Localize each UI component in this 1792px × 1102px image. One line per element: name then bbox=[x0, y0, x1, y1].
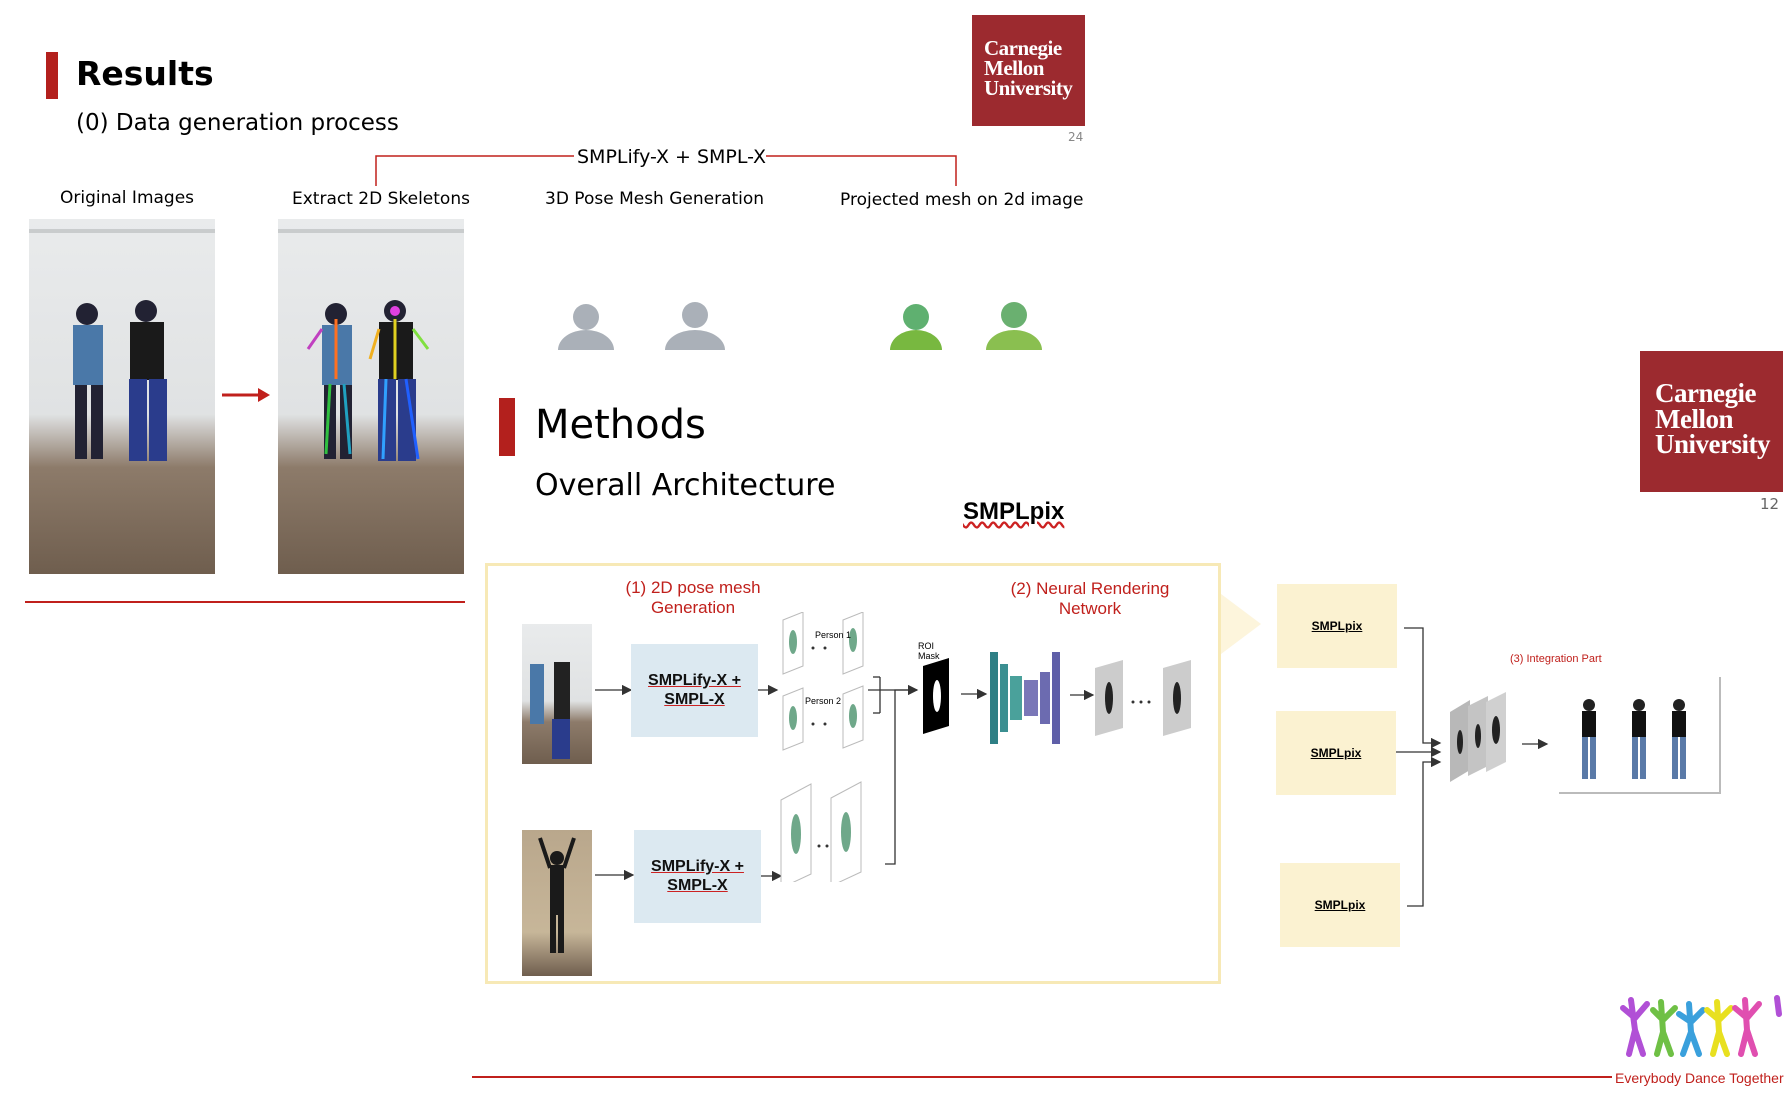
input-photo-duo bbox=[522, 624, 592, 764]
methods-title: Methods bbox=[535, 402, 706, 448]
logo-line-3: University bbox=[1655, 429, 1770, 460]
stage3-label: (3) Integration Part bbox=[1510, 653, 1602, 665]
logo-line-2: Mellon bbox=[1655, 403, 1734, 434]
col-label-3d-mesh: 3D Pose Mesh Generation bbox=[545, 189, 765, 209]
page-number: 24 bbox=[1068, 130, 1084, 144]
pipeline-arrows bbox=[595, 627, 1549, 907]
callout-pointer bbox=[1221, 594, 1261, 654]
results-divider bbox=[25, 601, 465, 603]
bracket-label: SMPLify-X + SMPL-X bbox=[577, 146, 767, 168]
smplpix-box-2: SMPLpix bbox=[1276, 711, 1396, 795]
stacked-frames bbox=[1450, 692, 1506, 782]
skeleton-figure bbox=[278, 229, 464, 461]
col-label-original: Original Images bbox=[60, 188, 195, 208]
title-accent-bar bbox=[46, 52, 58, 99]
input-photo-solo bbox=[522, 830, 592, 976]
mesh-frames bbox=[780, 612, 864, 882]
title-accent-bar bbox=[499, 398, 515, 456]
bracket-lines bbox=[375, 155, 957, 186]
smplpix-heading: SMPLpix bbox=[963, 498, 1065, 525]
roi-mask-label: ROI Mask bbox=[918, 641, 940, 661]
logo-line-3: University bbox=[984, 75, 1073, 100]
col-label-projected: Projected mesh on 2d image bbox=[840, 190, 1084, 210]
dancers-figure bbox=[29, 229, 215, 461]
architecture-frame bbox=[485, 563, 1221, 984]
results-slide: Results (0) Data generation process Carn… bbox=[0, 0, 1090, 620]
cmu-logo: Carnegie Mellon University bbox=[972, 15, 1085, 126]
methods-slide: Methods Overall Architecture Carnegie Me… bbox=[465, 350, 1792, 1102]
smplpix-box-1: SMPLpix bbox=[1277, 584, 1397, 668]
rendered-output-frames bbox=[1095, 660, 1191, 736]
mesh-3d-figures bbox=[558, 302, 725, 350]
stage1-label: (1) 2D pose mesh Generation bbox=[625, 578, 761, 618]
roi-mask-image bbox=[923, 658, 949, 734]
arrow-right-icon bbox=[222, 388, 270, 402]
smplify-box-bottom: SMPLify-X + SMPL-X bbox=[634, 830, 761, 923]
logo-line-1: Carnegie bbox=[984, 36, 1062, 60]
dancers-logo-icon bbox=[1620, 995, 1782, 1057]
stage2-label: (2) Neural Rendering Network bbox=[1010, 579, 1170, 619]
col-label-skeletons: Extract 2D Skeletons bbox=[292, 189, 470, 209]
person2-label: Person 2 bbox=[805, 696, 842, 706]
smplpix-box-3: SMPLpix bbox=[1280, 863, 1400, 947]
results-subtitle: (0) Data generation process bbox=[76, 110, 399, 136]
footer-brand-text: Everybody Dance Together bbox=[1615, 1070, 1784, 1086]
logo-line-1: Carnegie bbox=[1655, 378, 1756, 408]
person1-label: Person 1 bbox=[815, 630, 852, 640]
logo-line-2: Mellon bbox=[984, 55, 1045, 80]
projected-mesh-figures bbox=[890, 302, 1042, 350]
methods-divider bbox=[472, 1076, 1612, 1078]
original-dance-photo bbox=[29, 219, 215, 574]
page-number: 12 bbox=[1760, 495, 1780, 513]
results-title: Results bbox=[76, 54, 214, 93]
cmu-logo: Carnegie Mellon University bbox=[1640, 351, 1783, 492]
methods-subtitle: Overall Architecture bbox=[535, 468, 836, 503]
neural-network-icon bbox=[990, 652, 1060, 744]
final-output-image bbox=[1559, 677, 1721, 794]
smplify-box-top: SMPLify-X + SMPL-X bbox=[631, 644, 758, 737]
skeleton-overlay-photo bbox=[278, 219, 464, 574]
